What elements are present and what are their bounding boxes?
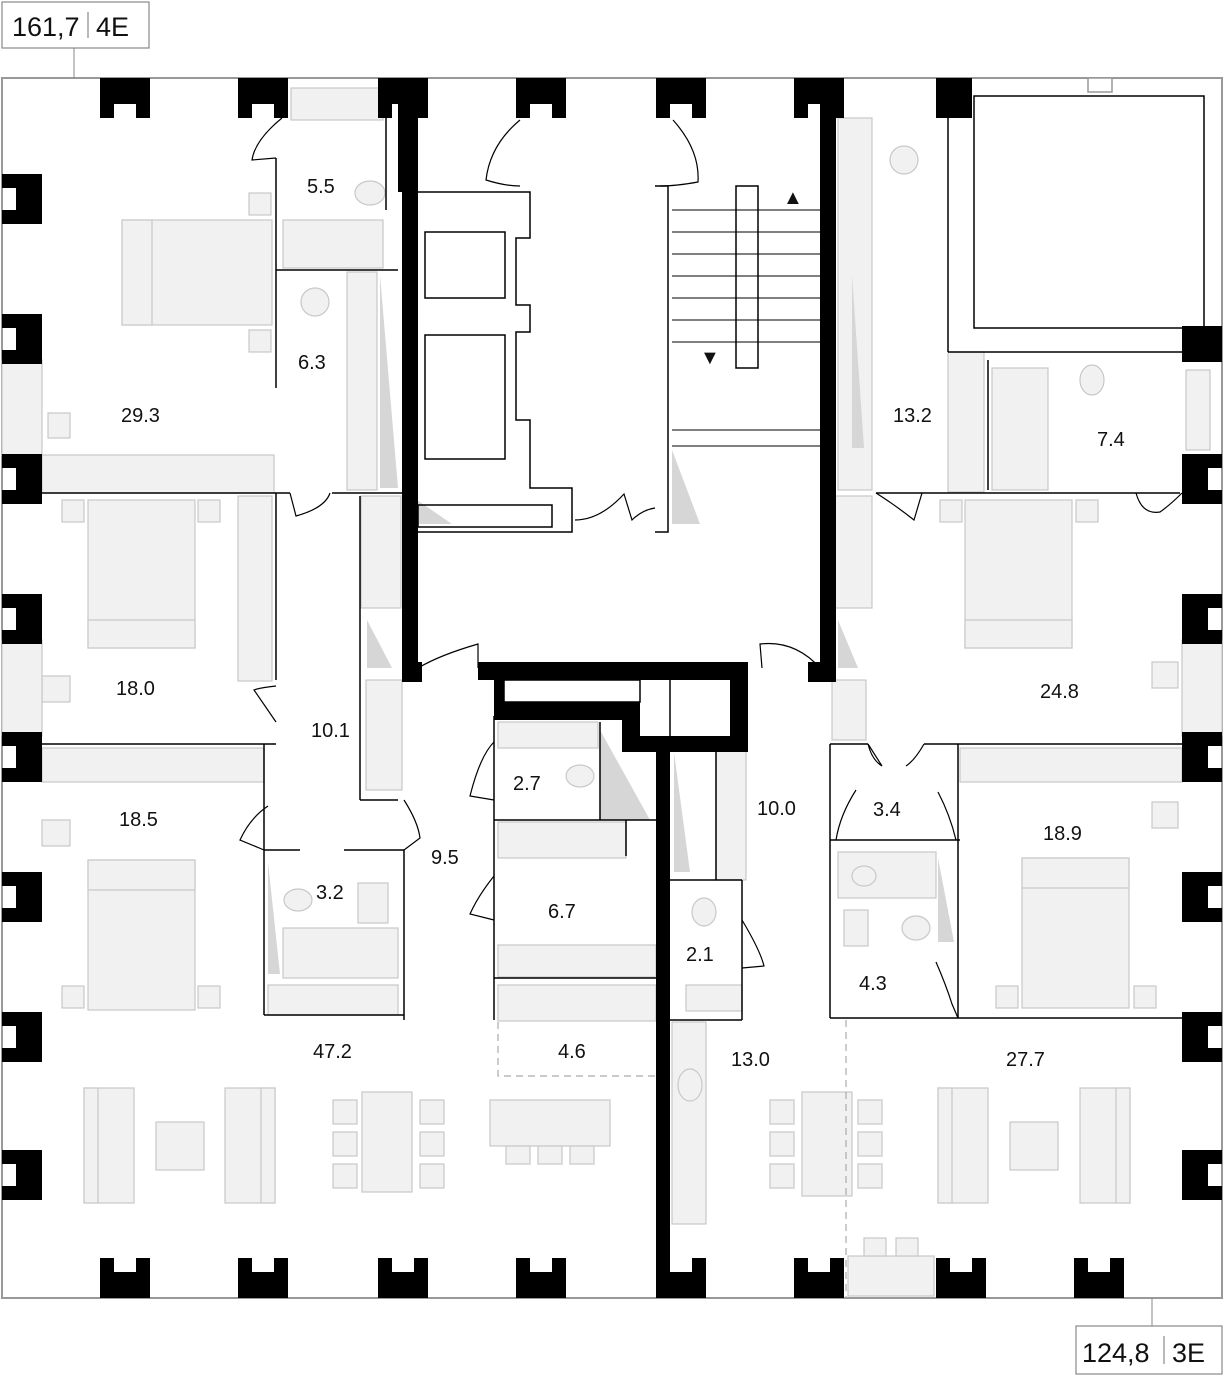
room-area-label: 4.3 [859, 973, 887, 995]
room-area-label: 47.2 [313, 1041, 352, 1063]
furniture [41, 87, 1211, 1297]
core-walls [386, 78, 836, 1296]
room-area-label: 2.7 [513, 773, 541, 795]
room-area-label: 18.0 [116, 678, 155, 700]
room-labels: 5.5 6.3 29.3 13.2 7.4 18.0 10.1 24.8 18.… [116, 176, 1125, 1071]
room-area-label: 3.2 [316, 882, 344, 904]
room-area-label: 9.5 [431, 847, 459, 869]
unit-code: 4E [96, 12, 129, 42]
unit-badge-3e: 124,8 3E [1075, 1298, 1223, 1375]
room-area-label: 10.1 [311, 720, 350, 742]
zone-boundaries [497, 1020, 847, 1298]
room-area-label: 3.4 [873, 799, 901, 821]
stair-up-arrow-icon: ▲ [783, 187, 803, 209]
room-area-label: 6.7 [548, 901, 576, 923]
room-area-label: 4.6 [558, 1041, 586, 1063]
room-area-label: 27.7 [1006, 1049, 1045, 1071]
room-area-label: 5.5 [307, 176, 335, 198]
unit-code: 3E [1172, 1338, 1205, 1368]
windows [1, 359, 1223, 737]
room-area-label: 13.2 [893, 405, 932, 427]
unit-area: 124,8 [1082, 1338, 1150, 1368]
room-area-label: 18.5 [119, 809, 158, 831]
room-area-label: 6.3 [298, 352, 326, 374]
room-area-label: 29.3 [121, 405, 160, 427]
room-area-label: 7.4 [1097, 429, 1125, 451]
room-area-label: 2.1 [686, 944, 714, 966]
room-area-label: 24.8 [1040, 681, 1079, 703]
room-area-label: 10.0 [757, 798, 796, 820]
unit-badge-4e: 161,7 4E [1, 1, 150, 78]
room-area-label: 13.0 [731, 1049, 770, 1071]
unit-area: 161,7 [12, 12, 80, 42]
room-area-label: 18.9 [1043, 823, 1082, 845]
facade-piers [2, 78, 1222, 1298]
stair-down-arrow-icon: ▼ [700, 347, 720, 369]
interior-walls [42, 78, 1205, 1021]
